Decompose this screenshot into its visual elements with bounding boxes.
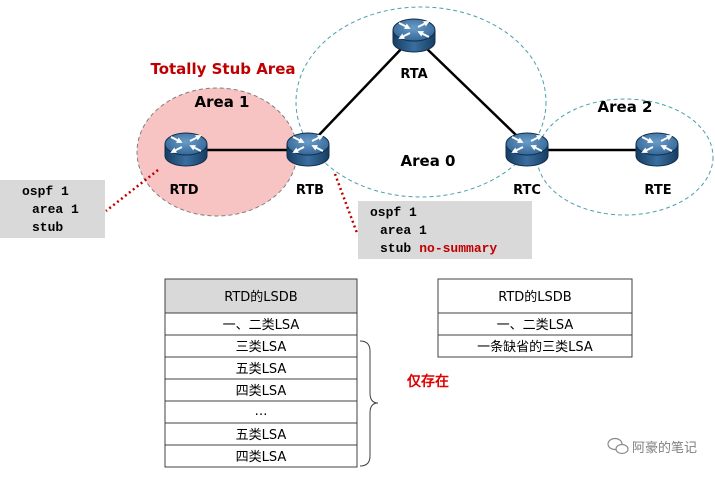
table-row <box>164 444 358 468</box>
table-header-cell <box>437 278 633 314</box>
link-rtb-rta <box>317 45 405 137</box>
router-label-rtd: RTD <box>169 183 198 198</box>
lsdb-left-header: RTD的LSDB <box>224 289 297 305</box>
right-brace <box>359 340 379 467</box>
router-label-rtc: RTC <box>513 183 541 198</box>
router-label-rtb: RTB <box>296 183 324 198</box>
lsdb-left-row: 四类LSA <box>236 450 287 465</box>
router-icon-rte <box>636 133 678 166</box>
config-rtb-line2: area 1 <box>380 223 427 238</box>
area1-label: Area 1 <box>195 93 250 111</box>
wechat-icon <box>607 437 629 455</box>
lsdb-left-row: 一、二类LSA <box>223 318 300 333</box>
area2-label: Area 2 <box>598 98 653 116</box>
area2-region <box>536 98 714 216</box>
router-icon-rtb <box>287 133 329 166</box>
lsdb-right-row: 一、二类LSA <box>497 318 574 333</box>
lsdb-right-header: RTD的LSDB <box>498 289 571 305</box>
lsdb-left-row: 四类LSA <box>236 384 287 399</box>
router-icon-rta <box>393 19 435 52</box>
config-rtb-stub: stub <box>380 241 411 256</box>
router-icon-rtc <box>506 133 548 166</box>
lsdb-left-row: … <box>255 404 268 419</box>
config-rtd-line1: ospf 1 <box>22 184 69 199</box>
lsdb-table-right <box>437 278 633 358</box>
config-rtd-line3: stub <box>32 220 63 235</box>
diagram-title: Totally Stub Area <box>150 60 295 78</box>
callout-line-rtd <box>105 169 159 212</box>
watermark-text: 阿豪的笔记 <box>632 440 697 456</box>
config-rtb-line1: ospf 1 <box>370 205 417 220</box>
table-row <box>437 334 633 358</box>
config-rtb-no-summary: no-summary <box>419 241 497 256</box>
router-label-rta: RTA <box>400 67 427 82</box>
lsdb-left-row: 五类LSA <box>236 428 287 443</box>
router-label-rte: RTE <box>644 183 671 198</box>
config-rtb-line3: stub no-summary <box>380 241 497 256</box>
table-header-cell <box>164 278 358 314</box>
lsdb-left-row: 三类LSA <box>236 340 287 355</box>
brace-label: 仅存在 <box>406 373 449 390</box>
lsdb-table-left <box>164 278 358 468</box>
config-box-rtb <box>358 201 532 259</box>
link-rta-rtc <box>423 45 518 137</box>
lsdb-left-row: 五类LSA <box>236 362 287 377</box>
router-icon-rtd <box>165 133 207 166</box>
callout-line-rtb <box>333 173 359 234</box>
config-box-rtd <box>0 180 105 238</box>
lsdb-right-row: 一条缺省的三类LSA <box>477 339 593 355</box>
config-rtd-line2: area 1 <box>32 202 79 217</box>
area0-region <box>295 6 547 198</box>
area0-label: Area 0 <box>401 152 456 170</box>
